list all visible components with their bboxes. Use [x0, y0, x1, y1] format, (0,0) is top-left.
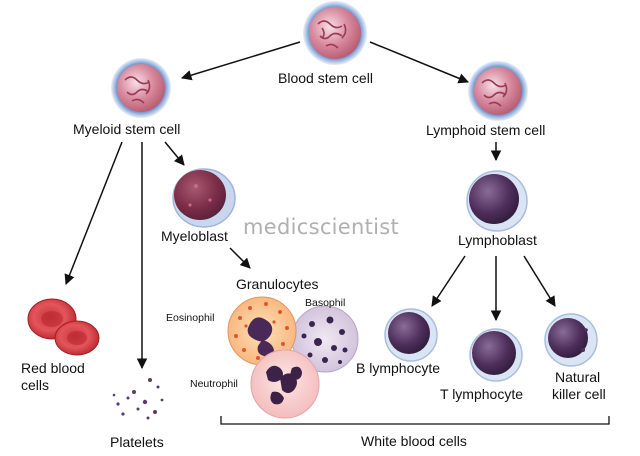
- label-red-blood-cells-line2: cells: [21, 377, 50, 393]
- label-red-blood-cells-line1: Red blood: [21, 360, 85, 376]
- label-b-lymphocyte: B lymphocyte: [356, 360, 441, 376]
- arrow-myeloid-to-rbc: [64, 141, 123, 285]
- label-natural-killer-line2: killer cell: [552, 386, 606, 402]
- label-t-lymphocyte: T lymphocyte: [440, 386, 523, 402]
- label-myeloid-stem-cell: Myeloid stem cell: [73, 121, 181, 137]
- neutrophil-image: [250, 349, 320, 419]
- label-platelets: Platelets: [110, 434, 164, 450]
- lymphoblast-image: [466, 170, 528, 232]
- label-natural-killer-line1: Natural: [555, 369, 601, 385]
- label-blood-stem-cell: Blood stem cell: [278, 70, 373, 86]
- eosinophil-image: [227, 296, 297, 366]
- arrow-lymphoblast-to-nk: [523, 255, 556, 307]
- red-blood-cells-image: [27, 298, 100, 356]
- basophil-image: [291, 305, 359, 373]
- myeloblast-image: [172, 168, 236, 228]
- label-eosinophil: Eosinophil: [166, 312, 215, 324]
- myeloid-stem-cell-image: [111, 58, 171, 118]
- arrow-lymphoblast-to-b: [431, 255, 466, 307]
- label-granulocytes: Granulocytes: [236, 276, 319, 292]
- arrows: [64, 41, 556, 370]
- platelets-image: [112, 378, 164, 420]
- label-myeloblast: Myeloblast: [161, 228, 228, 244]
- b-lymphocyte-image: [384, 308, 438, 362]
- arrow-myeloblast-to-granulocytes: [229, 247, 251, 269]
- natural-killer-cell-image: [544, 313, 598, 367]
- lymphoid-stem-cell-image: [468, 61, 528, 121]
- blood-stem-cell-image: [303, 1, 367, 65]
- arrow-myeloid-to-myeloblast: [164, 141, 185, 166]
- arrow-stem-to-lymphoid: [369, 41, 469, 84]
- arrow-stem-to-myeloid: [180, 41, 301, 81]
- label-white-blood-cells: White blood cells: [361, 433, 467, 449]
- label-neutrophil: Neutrophil: [190, 378, 238, 390]
- label-basophil: Basophil: [305, 297, 346, 309]
- white-blood-cells-bracket: [220, 416, 610, 425]
- label-lymphoid-stem-cell: Lymphoid stem cell: [426, 122, 546, 138]
- label-lymphoblast: Lymphoblast: [458, 232, 537, 248]
- t-lymphocyte-image: [469, 328, 523, 382]
- watermark: medicscientist: [243, 215, 400, 239]
